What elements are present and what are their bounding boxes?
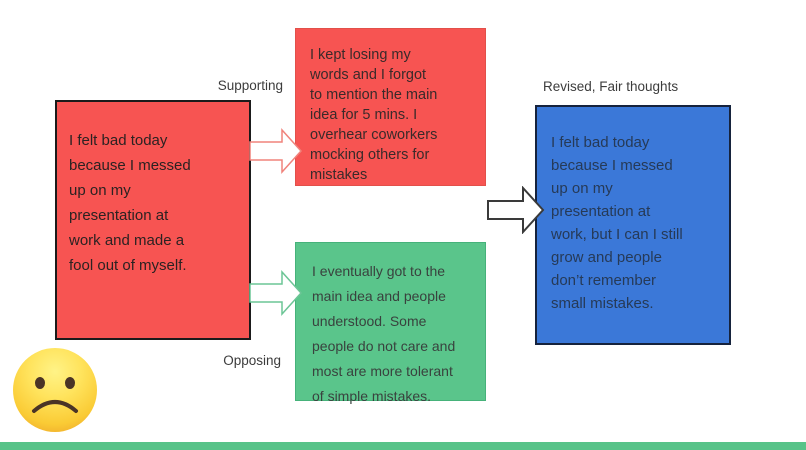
right-arrow-icon	[249, 128, 303, 174]
revised-fair-thoughts-label: Revised, Fair thoughts	[543, 79, 679, 94]
revised-thought-text: I felt bad today because I messed up on …	[551, 134, 683, 312]
negative-thought-text: I felt bad today because I messed up on …	[69, 132, 191, 274]
revised-thought-box: I felt bad today because I messed up on …	[535, 105, 731, 345]
right-arrow-icon	[487, 186, 545, 234]
opposing-label: Opposing	[223, 353, 281, 368]
bottom-accent-bar	[0, 442, 806, 450]
opposing-thought-text: I eventually got to the main idea and pe…	[312, 263, 456, 404]
supporting-thought-box: I kept losing my words and I forgot to m…	[295, 28, 486, 186]
supporting-thought-text: I kept losing my words and I forgot to m…	[310, 47, 438, 183]
right-arrow-icon	[249, 270, 303, 316]
negative-thought-box: I felt bad today because I messed up on …	[55, 100, 251, 340]
opposing-thought-box: I eventually got to the main idea and pe…	[295, 242, 486, 404]
sad-face-emoji	[13, 348, 97, 432]
supporting-label: Supporting	[217, 78, 283, 93]
